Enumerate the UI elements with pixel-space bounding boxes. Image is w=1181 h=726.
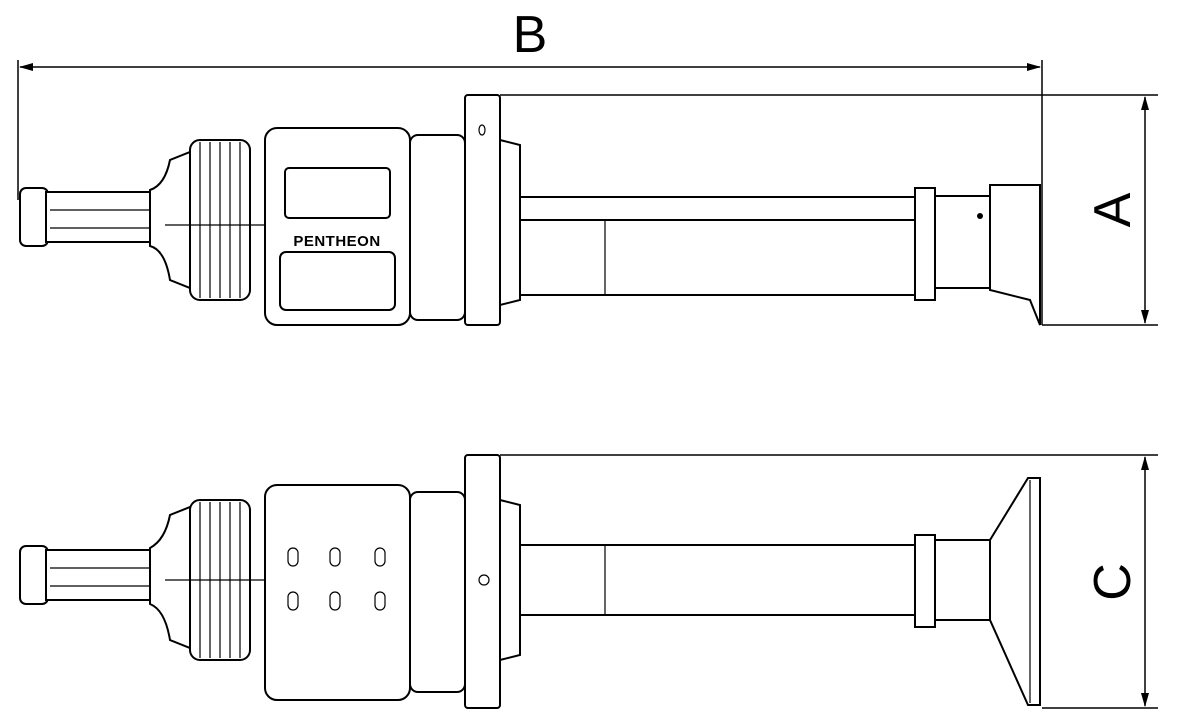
backing-pad bbox=[989, 477, 1041, 706]
adjustment-collar bbox=[149, 503, 196, 652]
dimension-label-c: C bbox=[1084, 563, 1142, 601]
neck bbox=[409, 491, 466, 693]
tool-side-view: PENTHEON bbox=[19, 94, 1041, 326]
adjustment-collar bbox=[149, 148, 196, 292]
gear-head bbox=[499, 138, 521, 307]
handle-shaft bbox=[45, 549, 157, 601]
gear-head bbox=[499, 498, 521, 662]
end-piece bbox=[989, 184, 1041, 326]
mounting-flange bbox=[464, 94, 501, 326]
vent-slots bbox=[287, 547, 386, 611]
dimension-label-a: A bbox=[1084, 192, 1142, 227]
ring bbox=[914, 534, 936, 628]
tube bbox=[519, 219, 916, 296]
brand-label: PENTHEON bbox=[293, 233, 380, 250]
tool-top-view bbox=[19, 454, 1041, 709]
housing-window bbox=[284, 167, 391, 219]
handle-shaft bbox=[45, 191, 157, 243]
mounting-flange bbox=[464, 454, 501, 709]
dimension-b: B bbox=[17, 6, 1043, 325]
dimension-a: A bbox=[500, 94, 1158, 326]
ring bbox=[914, 187, 936, 301]
dimension-label-b: B bbox=[513, 6, 548, 64]
rod bbox=[519, 196, 916, 221]
dimension-c: C bbox=[500, 454, 1158, 709]
end-knob bbox=[19, 187, 49, 247]
neck bbox=[409, 134, 466, 321]
end-knob bbox=[19, 545, 49, 605]
tube bbox=[519, 544, 916, 616]
